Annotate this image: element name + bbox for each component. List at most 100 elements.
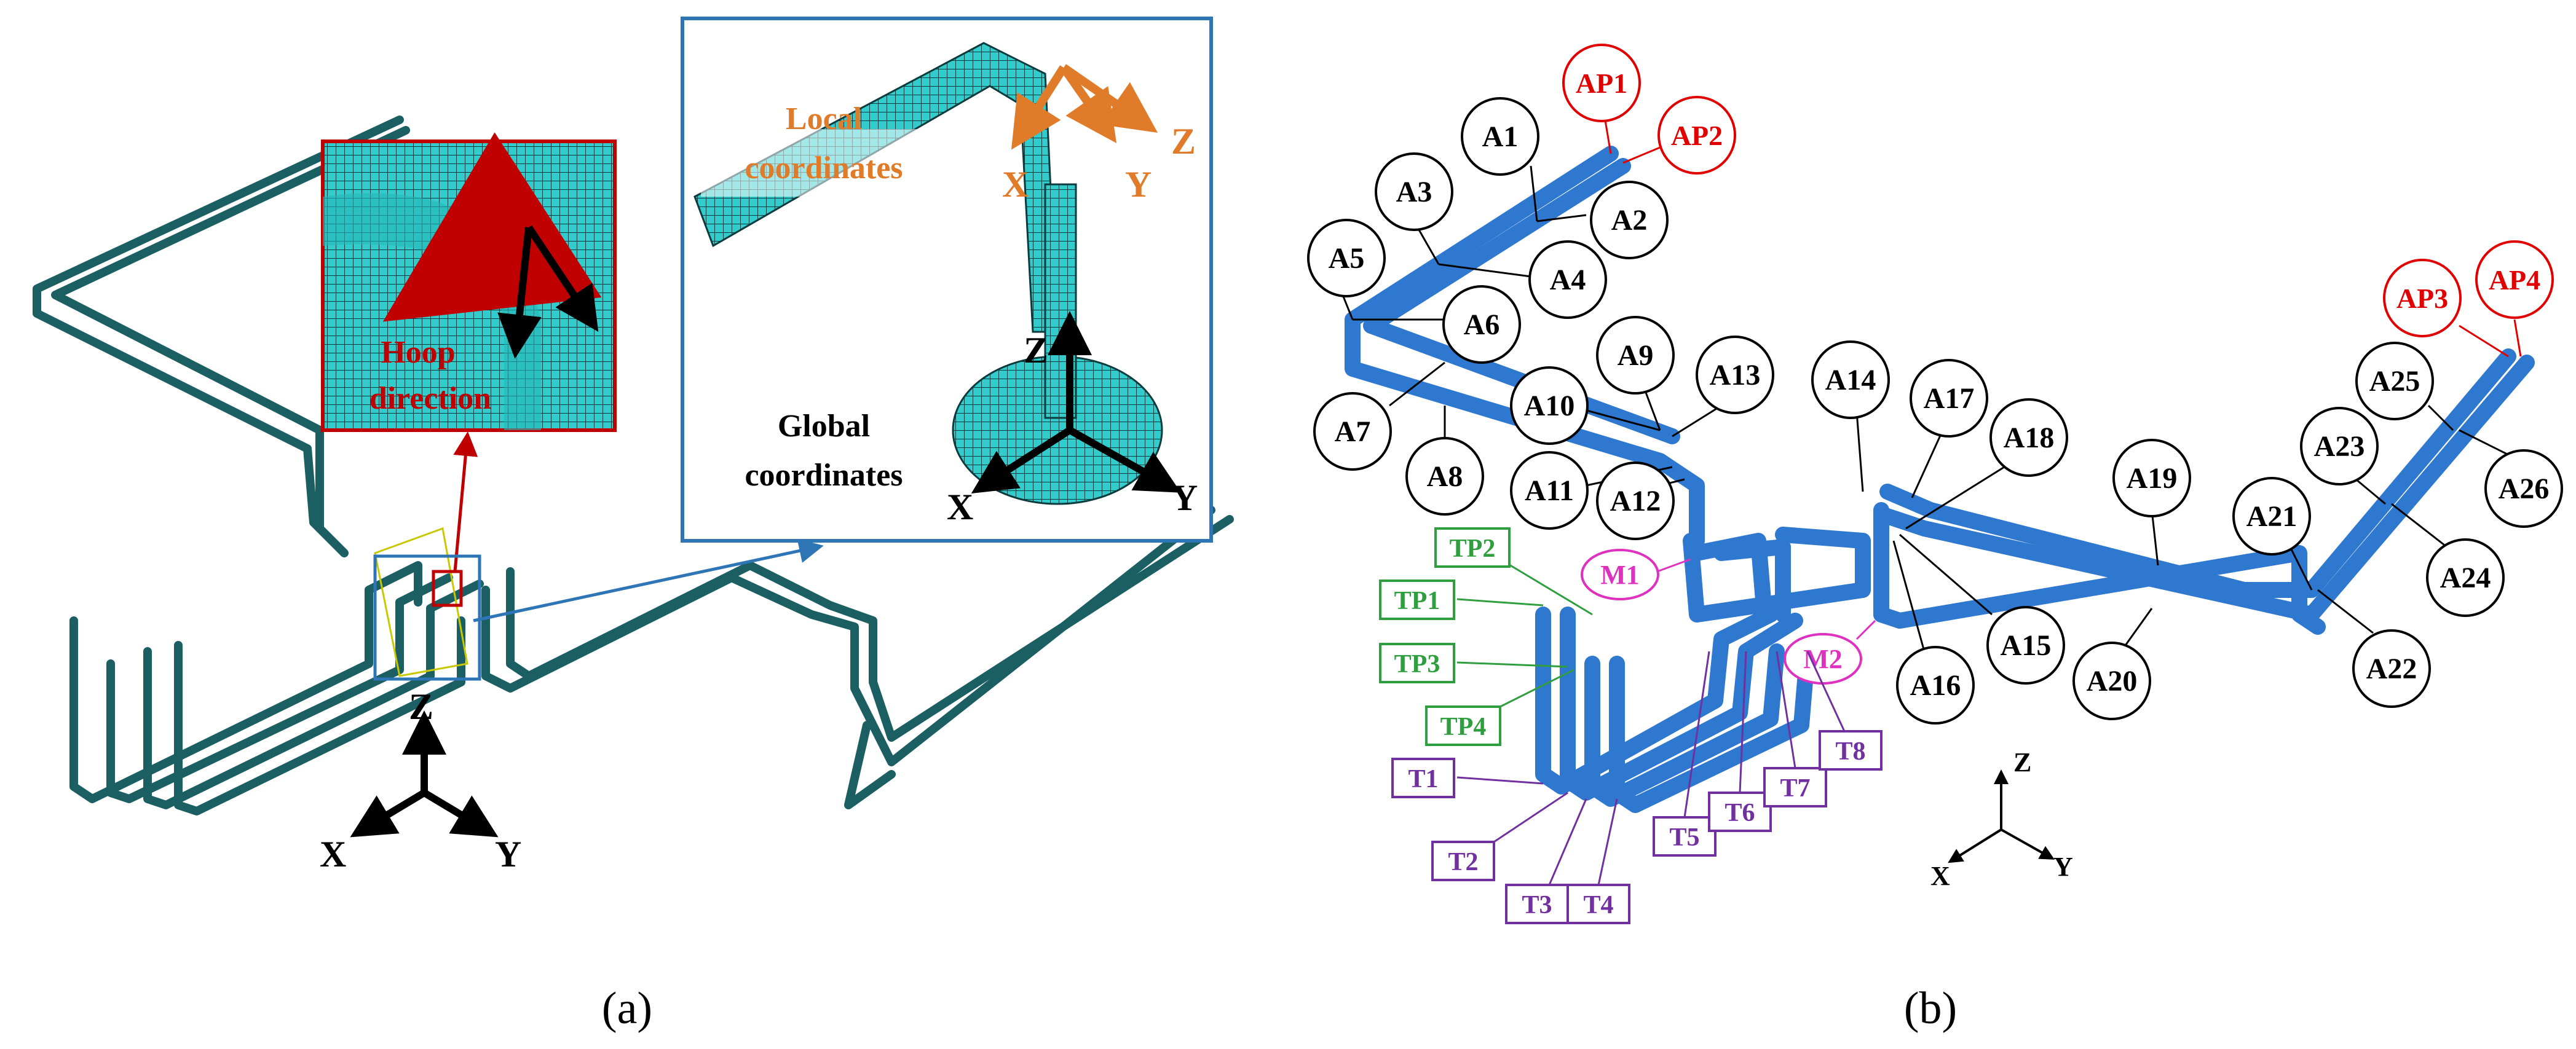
label-T4: T4 (1567, 798, 1630, 924)
svg-text:A4: A4 (1550, 264, 1586, 296)
label-A3: A3 (1375, 152, 1453, 265)
main-x-label: X (320, 834, 346, 874)
main-z-label: Z (409, 686, 433, 727)
hoop-leader (453, 431, 478, 572)
label-A4: A4 (1438, 240, 1607, 319)
global-label-line2: coordinates (745, 458, 903, 493)
global-z-label: Z (1024, 330, 1048, 371)
svg-text:A25: A25 (2369, 365, 2420, 398)
svg-text:AP3: AP3 (2396, 283, 2448, 314)
label-A11: A11 (1510, 451, 1673, 530)
label-A19: A19 (2112, 439, 2191, 566)
svg-text:A24: A24 (2440, 562, 2491, 594)
label-A1: A1 (1461, 97, 1539, 222)
svg-text:A13: A13 (1710, 359, 1761, 391)
tp-labels: TP2 TP1 TP3 TP4 (1379, 527, 1593, 746)
svg-text:A3: A3 (1396, 176, 1432, 208)
svg-text:T3: T3 (1522, 891, 1552, 919)
svg-text:A18: A18 (2004, 422, 2055, 454)
label-A25: A25 (2355, 342, 2454, 431)
svg-text:A5: A5 (1329, 242, 1365, 275)
b-x-label: X (1930, 861, 1950, 891)
hoop-arrow-icon (382, 132, 602, 322)
label-T1: T1 (1391, 758, 1544, 798)
global-x-label: X (947, 487, 973, 527)
label-A5: A5 (1307, 219, 1386, 320)
label-A15: A15 (1899, 533, 2065, 685)
t-labels: T1 T2 T3 T4 T5 T6 T7 T8 (1391, 651, 1883, 924)
svg-text:T7: T7 (1780, 774, 1810, 803)
svg-text:TP1: TP1 (1394, 587, 1440, 615)
svg-text:A21: A21 (2246, 500, 2297, 533)
label-A26: A26 (2459, 429, 2563, 528)
hoop-label-line2: direction (369, 381, 491, 416)
b-y-label: Y (2053, 852, 2073, 882)
label-M1: M1 (1581, 549, 1691, 600)
ap-labels: AP1 AP2 AP3 AP4 (1562, 44, 2554, 358)
svg-text:A26: A26 (2499, 473, 2550, 505)
svg-text:A10: A10 (1524, 390, 1575, 422)
svg-text:A20: A20 (2087, 665, 2138, 697)
label-A9: A9 (1596, 316, 1675, 431)
svg-text:A2: A2 (1611, 204, 1648, 237)
svg-text:T1: T1 (1408, 765, 1438, 793)
hoop-label-line1: Hoop (381, 335, 455, 370)
panel-b: A1 A2 A3 A4 A5 A6 A7 A8 A9 A10 A11 A12 A… (1307, 44, 2563, 924)
caption-b: (b) (1904, 983, 1957, 1034)
global-label-line1: Global (778, 409, 870, 444)
panel-a: Hoop direction Local coordinates X Y Z (33, 17, 1234, 874)
label-A18: A18 (1905, 398, 2068, 530)
local-x-label: X (1002, 164, 1029, 205)
svg-text:A8: A8 (1427, 460, 1463, 493)
label-A10: A10 (1510, 366, 1661, 445)
svg-text:T4: T4 (1583, 891, 1613, 919)
label-A20: A20 (2072, 608, 2153, 720)
label-AP1: AP1 (1562, 44, 1641, 154)
a-labels: A1 A2 A3 A4 A5 A6 A7 A8 A9 A10 A11 A12 A… (1307, 97, 2563, 725)
svg-text:A9: A9 (1618, 339, 1654, 372)
pipe-junction-detail (374, 527, 468, 677)
svg-text:A19: A19 (2127, 462, 2178, 495)
label-T8: T8 (1806, 651, 1883, 771)
svg-text:TP3: TP3 (1394, 650, 1440, 678)
label-A24: A24 (2391, 503, 2505, 617)
svg-text:AP2: AP2 (1671, 120, 1723, 151)
panel-a-axes: Z X Y (320, 686, 521, 874)
label-T7: T7 (1763, 651, 1827, 807)
main-y-label: Y (495, 834, 521, 874)
label-M2: M2 (1784, 619, 1876, 685)
label-TP1: TP1 (1379, 580, 1544, 620)
hoop-source-box (432, 570, 463, 607)
local-y-label: Y (1125, 164, 1152, 205)
svg-text:TP4: TP4 (1440, 713, 1487, 741)
label-AP3: AP3 (2383, 259, 2509, 358)
label-A2: A2 (1536, 181, 1669, 259)
label-A7: A7 (1313, 361, 1445, 471)
svg-text:A7: A7 (1335, 415, 1371, 448)
svg-text:A15: A15 (2001, 629, 2052, 662)
svg-text:M1: M1 (1600, 560, 1640, 590)
panel-b-axes: Z X Y (1930, 747, 2073, 891)
label-A17: A17 (1910, 359, 1988, 498)
label-A22: A22 (2317, 589, 2431, 708)
label-T5: T5 (1653, 651, 1717, 857)
label-AP2: AP2 (1622, 96, 1736, 175)
pipe-network (1345, 146, 2535, 813)
local-label-line2: coordinates (745, 151, 903, 186)
label-T3: T3 (1505, 798, 1587, 924)
coordinates-source-box (373, 554, 481, 681)
label-TP4: TP4 (1425, 669, 1574, 746)
b-z-label: Z (2013, 747, 2031, 777)
label-A16: A16 (1892, 540, 1975, 725)
svg-text:A1: A1 (1482, 120, 1519, 153)
local-z-label: Z (1171, 121, 1196, 162)
label-TP2: TP2 (1434, 527, 1593, 616)
svg-text:A12: A12 (1610, 485, 1661, 517)
svg-text:A11: A11 (1525, 474, 1574, 507)
coordinates-inset: Local coordinates X Y Z Z X Y Global coo… (681, 17, 1213, 543)
svg-text:TP2: TP2 (1450, 535, 1496, 563)
svg-text:A23: A23 (2314, 430, 2365, 463)
label-T2: T2 (1431, 792, 1568, 881)
label-A8: A8 (1405, 406, 1484, 516)
